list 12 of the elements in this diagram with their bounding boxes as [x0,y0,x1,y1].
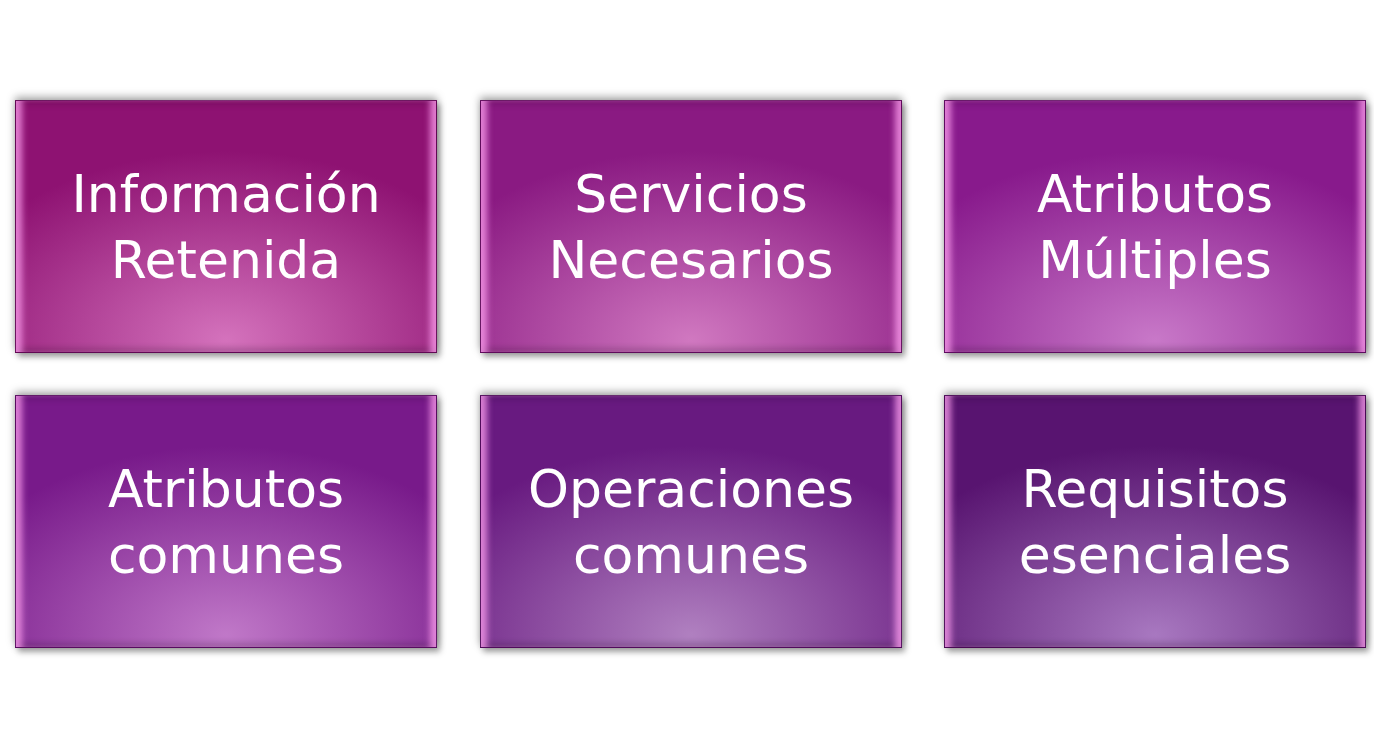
tile-label: Servicios Necesarios [547,162,835,292]
tile-label: Atributos comunes [106,457,346,587]
category-tile [15,100,437,353]
tile-label: Operaciones comunes [526,457,856,587]
category-tile [15,395,437,648]
category-tile [480,100,902,353]
tile-label: Atributos Múltiples [1035,162,1275,292]
category-tile [944,100,1366,353]
tile-label: Información Retenida [70,162,382,292]
tile-label: Requisitos esenciales [1017,457,1293,587]
category-tile [480,395,902,648]
category-tile [944,395,1366,648]
